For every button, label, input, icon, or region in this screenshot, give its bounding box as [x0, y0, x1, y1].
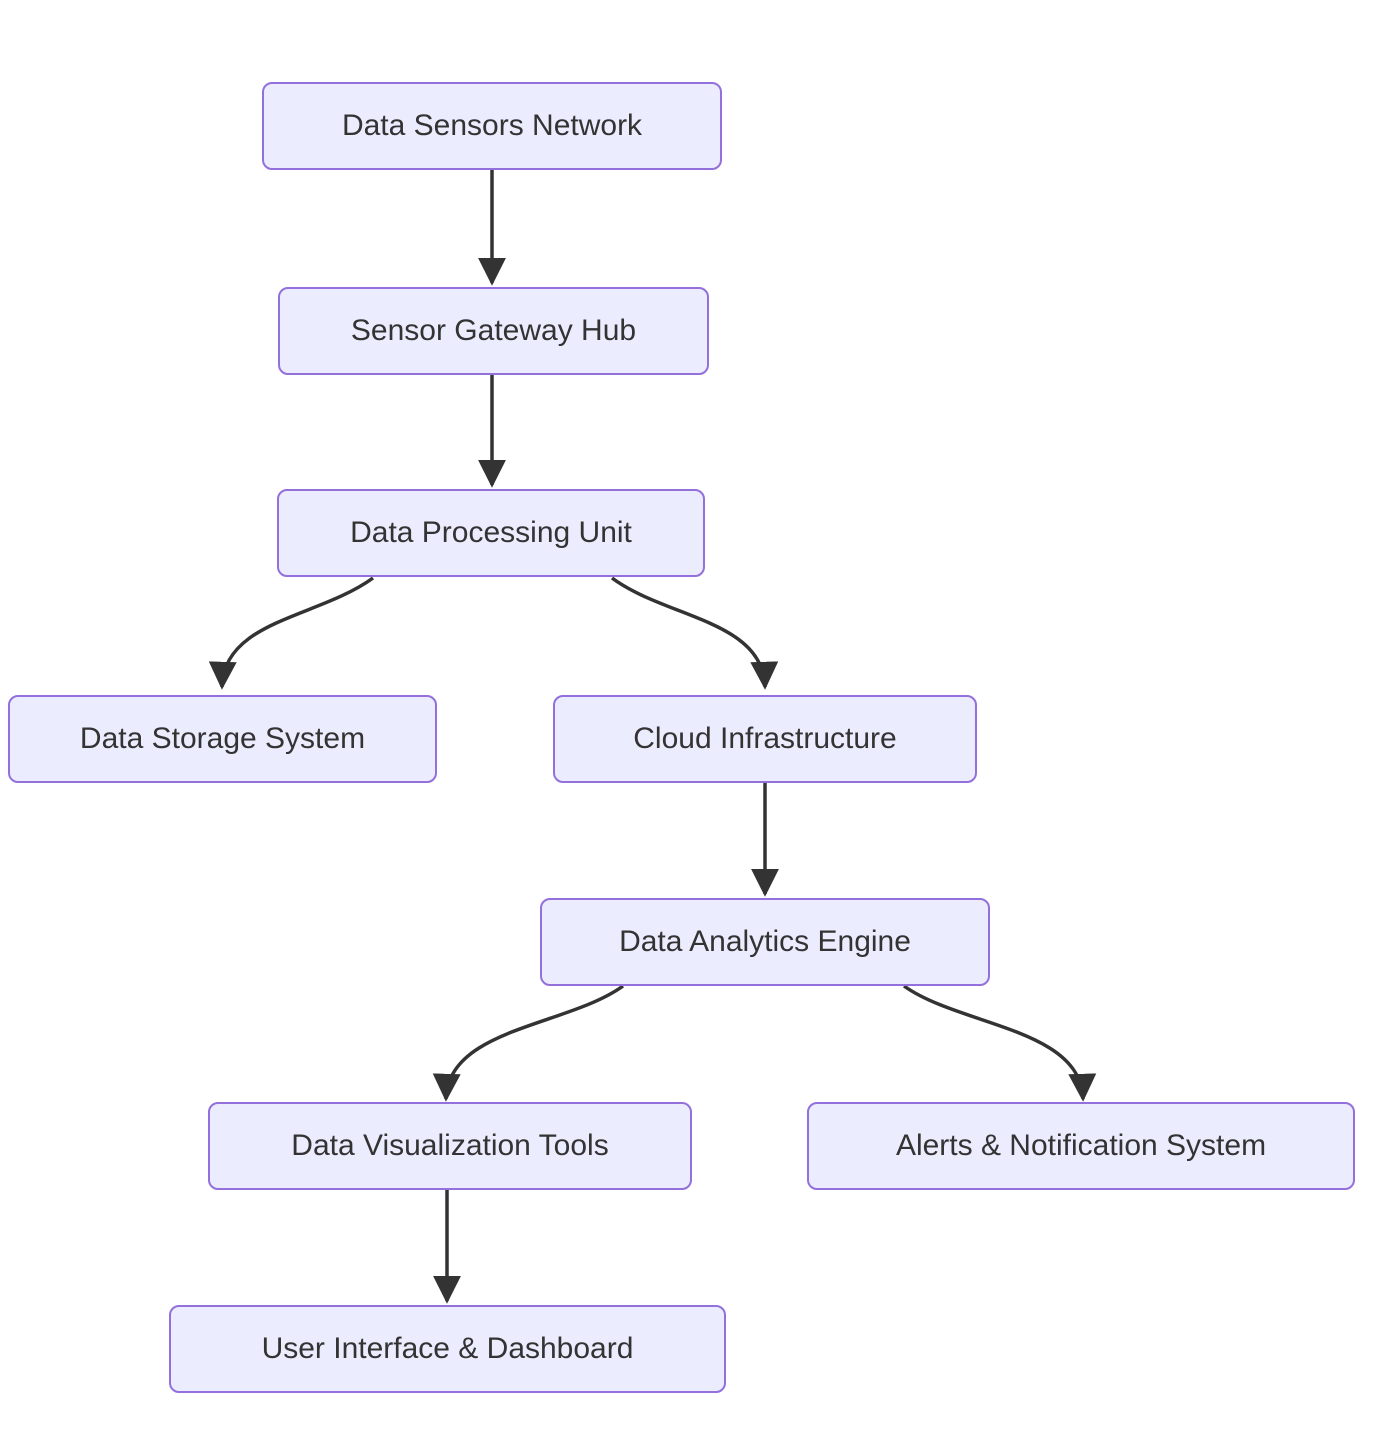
node-data-storage-system: Data Storage System [8, 695, 437, 783]
node-data-sensors-network: Data Sensors Network [262, 82, 722, 170]
node-cloud-infrastructure: Cloud Infrastructure [553, 695, 977, 783]
edge-processing-to-storage [208, 576, 375, 690]
node-data-analytics-engine: Data Analytics Engine [540, 898, 990, 986]
node-sensor-gateway-hub: Sensor Gateway Hub [278, 287, 709, 375]
node-user-interface-dashboard: User Interface & Dashboard [169, 1305, 726, 1393]
node-data-visualization-tools: Data Visualization Tools [208, 1102, 692, 1190]
edge-processing-to-cloud [610, 576, 779, 690]
node-alerts-notification-system: Alerts & Notification System [807, 1102, 1355, 1190]
edge-analytics-to-alerts [902, 984, 1097, 1102]
edge-analytics-to-visualization [432, 984, 625, 1102]
node-data-processing-unit: Data Processing Unit [277, 489, 705, 577]
